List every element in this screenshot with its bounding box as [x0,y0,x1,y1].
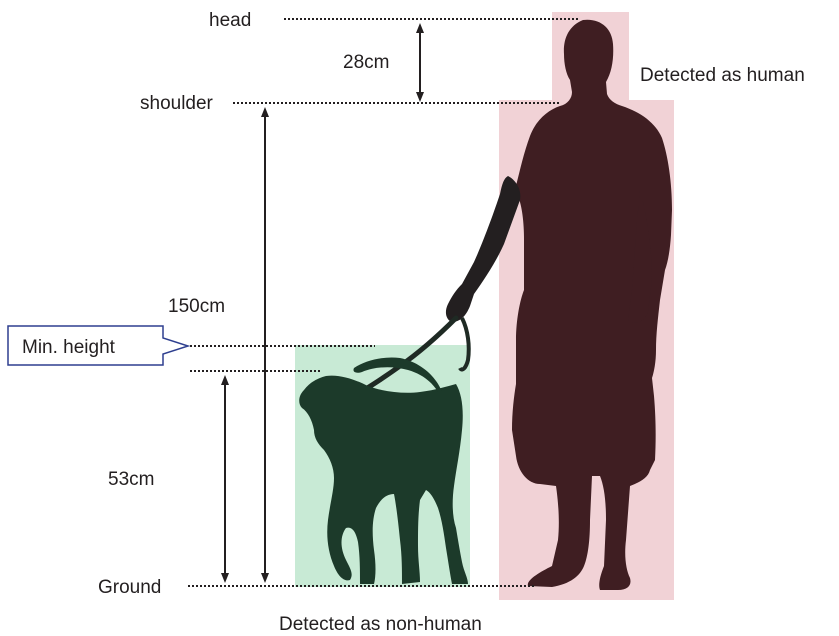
detected-non-human-label: Detected as non-human [279,614,482,635]
min-height-label: Min. height [22,337,116,358]
dim-53cm-label: 53cm [108,469,154,490]
ground-label: Ground [98,577,161,598]
detected-human-label: Detected as human [640,65,805,86]
head-label: head [209,10,251,31]
dim-150cm-label: 150cm [168,296,225,317]
shoulder-label: shoulder [140,93,214,114]
dim-28cm-label: 28cm [343,52,389,73]
